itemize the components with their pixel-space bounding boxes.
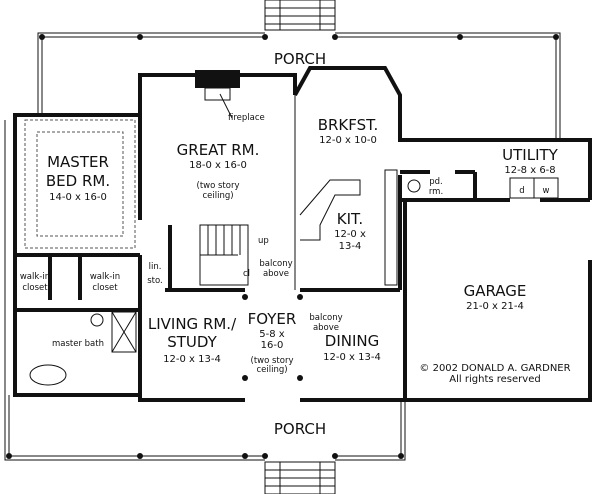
foyer-name: FOYER [248,310,297,328]
walkin-closet-label: walk-in [20,272,50,282]
staircase [199,224,249,286]
kitchen-counter [384,169,398,286]
front-steps-top [264,0,336,31]
foyer-note: ceiling) [256,365,287,375]
porch-bottom-label: PORCH [274,420,326,438]
great-room-dim: 18-0 x 16-0 [189,160,247,171]
walkin-closet-label: closet [92,283,118,293]
living-room-dim: 12-0 x 13-4 [163,354,221,365]
porch-top-label: PORCH [274,50,326,68]
copyright-text: © 2002 DONALD A. GARDNER [419,363,570,374]
master-bed-dim: 14-0 x 16-0 [49,192,107,203]
dining-dim: 12-0 x 13-4 [323,352,381,363]
stair-up-label: up [258,236,269,246]
front-steps-bottom [264,461,336,494]
dining-name: DINING [325,332,379,350]
living-room-name: LIVING RM./ [148,315,237,333]
tray-ceiling [24,119,136,249]
balcony-label: balcony [259,259,292,269]
fireplace-icon [195,70,240,88]
breakfast-name: BRKFST. [318,116,379,134]
utility-dim: 12-8 x 6-8 [504,165,555,176]
balcony-label: above [313,323,339,333]
balcony-label: above [263,269,289,279]
kitchen-name: KIT. [337,210,363,228]
master-bath-label: master bath [52,339,104,349]
foyer-note: (two story [251,356,294,366]
powder-room-label: pd. [429,177,443,187]
master-bed-name: MASTER [47,153,109,171]
garage-name: GARAGE [464,282,527,300]
foyer-dim: 16-0 [261,340,284,351]
sink-icon [90,313,104,327]
great-room-note: ceiling) [202,191,233,201]
closet-label: cl [243,269,250,279]
shower-icon [111,311,137,353]
great-room-name: GREAT RM. [177,141,260,159]
storage-label: sto. [147,276,163,286]
master-bed-name: BED RM. [46,172,110,190]
great-room-note: (two story [197,181,240,191]
kitchen-island [299,179,361,241]
porch-outline [4,32,561,461]
kitchen-dim: 12-0 x [334,229,366,240]
garage-dim: 21-0 x 21-4 [466,301,524,312]
breakfast-dim: 12-0 x 10-0 [319,135,377,146]
washer-label: w [543,186,550,196]
linen-label: lin. [149,262,162,272]
foyer-dim: 5-8 x [259,329,285,340]
dryer-label: d [519,186,524,196]
exterior-walls [13,66,592,402]
walkin-closet-label: closet [22,283,48,293]
utility-name: UTILITY [502,146,559,164]
kitchen-dim: 13-4 [339,241,362,252]
copyright-text: All rights reserved [449,374,540,385]
bathtub-icon [29,364,67,386]
balcony-label: balcony [309,313,342,323]
living-room-name: STUDY [167,333,217,351]
fireplace-label: fireplace [228,113,265,123]
walkin-closet-label: walk-in [90,272,120,282]
powder-room-label: rm. [429,187,443,197]
